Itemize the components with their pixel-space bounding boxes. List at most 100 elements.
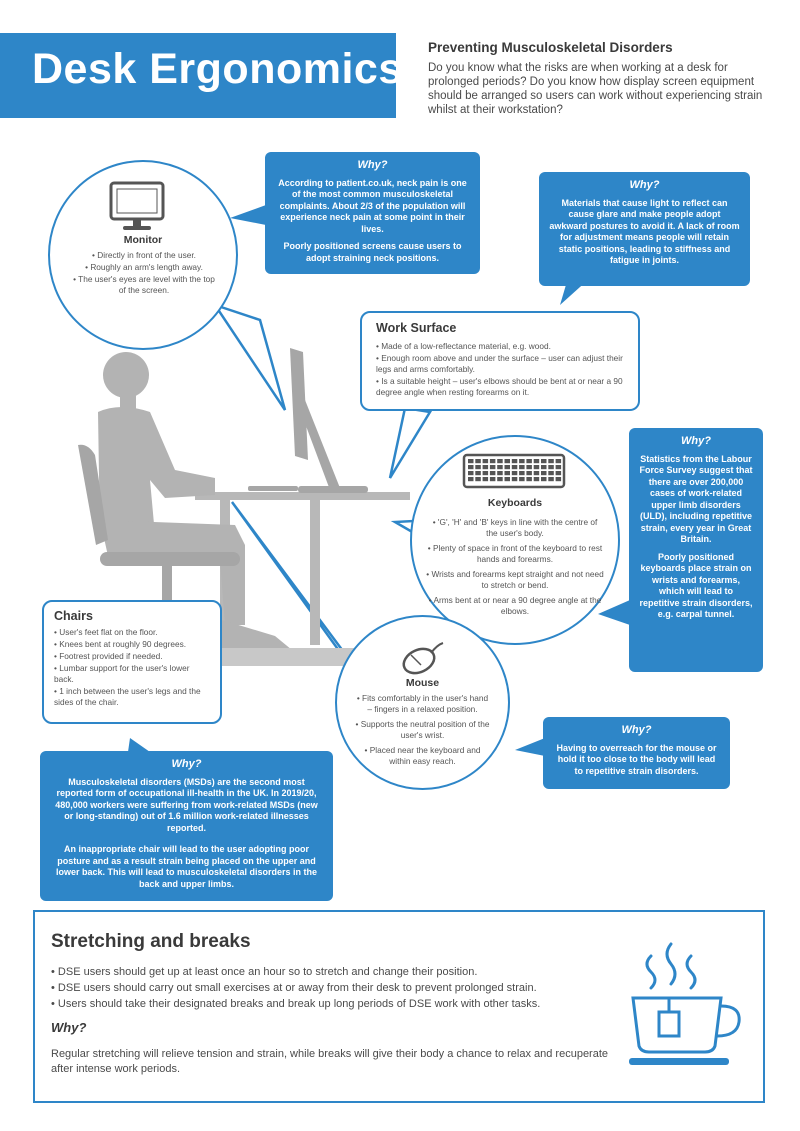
monitor-icon (109, 181, 165, 230)
keyboard-key (533, 471, 540, 476)
keyboard-key (519, 465, 525, 470)
keyboard-key (482, 465, 489, 470)
keyboard-key (533, 465, 540, 470)
intro-section: Preventing Musculoskeletal Disorders Do … (428, 40, 778, 117)
keyboard-key (526, 477, 532, 482)
keyboard-key (519, 477, 525, 482)
keyboard-key (541, 465, 547, 470)
keyboard-key (541, 477, 547, 482)
stretching-title: Stretching and breaks (51, 931, 251, 952)
mouse-title: Mouse (405, 677, 440, 689)
chairs-title: Chairs (54, 609, 93, 623)
mouse-icon (402, 642, 444, 675)
keyboard-key (519, 471, 525, 476)
keyboards-title: Keyboards (487, 497, 543, 509)
keyboards-bubble: Keyboards • 'G', 'H' and 'B' keys in lin… (410, 435, 620, 645)
why-chairs-box: Why? Musculoskeletal disorders (MSDs) ar… (40, 751, 333, 901)
keyboard-icon (462, 453, 566, 489)
intro-text: Do you know what the risks are when work… (428, 62, 763, 116)
why-monitor-pointer (230, 205, 266, 225)
keyboard-key (526, 465, 532, 470)
stretching-list: • DSE users should get up at least once … (51, 964, 540, 1012)
list-item: • 1 inch between the user's legs and the… (54, 686, 201, 707)
keyboard-key (489, 477, 496, 482)
list-item: • Roughly an arm's length away. (85, 262, 203, 272)
why-heading: Why? (629, 179, 660, 191)
keyboard-key (526, 459, 532, 464)
keyboard-key (497, 477, 503, 482)
tea-cup-icon (629, 942, 741, 1065)
chairs-box: Chairs • User's feet flat on the floor. … (42, 600, 222, 724)
why-text: An inappropriate chair will lead to the … (55, 844, 318, 889)
mouse-list: • Fits comfortably in the user's hand – … (355, 693, 490, 768)
monitor-title: Monitor (123, 234, 163, 246)
list-item: • Wrists and forearms kept straight and … (426, 569, 604, 590)
keyboard-key (475, 459, 481, 464)
why-heading: Why? (171, 758, 202, 770)
keyboard-key (489, 459, 496, 464)
list-item: • Lumbar support for the user's lower ba… (54, 663, 190, 684)
why-keyboards-box: Why? Statistics from the Labour Force Su… (629, 428, 763, 672)
monitor-pointer (211, 302, 287, 411)
why-monitor-box: Why? According to patient.co.uk, neck pa… (265, 152, 480, 274)
list-item: • Plenty of space in front of the keyboa… (427, 543, 603, 564)
keyboard-key (482, 477, 489, 482)
keyboard-key (489, 471, 496, 476)
list-item: • DSE users should carry out small exerc… (51, 982, 537, 994)
why-heading: Why? (681, 435, 711, 447)
list-item: • Supports the neutral position of the u… (355, 719, 490, 740)
list-item: • Arms bent at or near a 90 degree angle… (428, 595, 602, 616)
keyboard-key (533, 459, 540, 464)
keyboard-key (511, 477, 518, 482)
list-item: • Directly in front of the user. (92, 250, 196, 260)
keyboard-key (504, 471, 510, 476)
title-banner: Desk Ergonomics (0, 33, 402, 118)
intro-heading: Preventing Musculoskeletal Disorders (428, 40, 673, 55)
why-text: Materials that cause light to reflect ca… (549, 197, 740, 266)
floor-base (222, 648, 362, 666)
list-item: • User's feet flat on the floor. (54, 627, 158, 637)
list-item: • Fits comfortably in the user's hand – … (356, 693, 489, 714)
why-text: Having to overreach for the mouse or hol… (556, 742, 717, 776)
keyboard-key (541, 471, 547, 476)
keyboard-key (555, 471, 562, 476)
why-text: Musculoskeletal disorders (MSDs) are the… (55, 776, 318, 833)
keyboard-key (519, 459, 525, 464)
work-surface-box: Work Surface • Made of a low-reflectance… (360, 311, 640, 411)
mouse-bubble: Mouse • Fits comfortably in the user's h… (335, 615, 510, 790)
why-chairs-pointer (128, 738, 150, 752)
keyboard-key (475, 465, 481, 470)
keyboard-key (541, 459, 547, 464)
keyboard-key (468, 459, 474, 464)
list-item: • Is a suitable height – user's elbows s… (376, 376, 623, 397)
keyboard-key (511, 459, 518, 464)
keyboard-key (475, 477, 481, 482)
why-text: Poorly positioned keyboards place strain… (639, 551, 753, 620)
keyboard-key (511, 465, 518, 470)
list-item: • The user's eyes are level with the top… (73, 274, 215, 295)
why-text: According to patient.co.uk, neck pain is… (278, 177, 467, 234)
keyboard-key (475, 471, 481, 476)
keyboard-key (504, 465, 510, 470)
why-text: Poorly positioned screens cause users to… (283, 241, 462, 263)
why-mouse-box: Why? Having to overreach for the mouse o… (543, 717, 730, 789)
keyboard-key (548, 477, 554, 482)
list-item: • Enough room above and under the surfac… (376, 353, 623, 374)
keyboard-key (468, 471, 474, 476)
page-title: Desk Ergonomics (32, 45, 403, 93)
why-heading: Why? (621, 724, 652, 736)
keyboard-key (497, 471, 503, 476)
keyboard-key (504, 477, 510, 482)
list-item: • Knees bent at roughly 90 degrees. (54, 639, 187, 649)
work-surface-list: • Made of a low-reflectance material, e.… (376, 341, 624, 398)
keyboard-key (511, 471, 518, 476)
stretching-why-text: Regular stretching will relieve tension … (51, 1048, 609, 1075)
list-item: • Users should take their designated bre… (51, 998, 541, 1010)
keyboard-key (497, 465, 503, 470)
keyboard-key (533, 477, 540, 482)
keyboard-key (489, 465, 496, 470)
keyboard-key (497, 459, 503, 464)
list-item: • DSE users should get up at least once … (51, 966, 478, 978)
keyboards-list: • 'G', 'H' and 'B' keys in line with the… (426, 517, 604, 618)
keyboard-key (482, 459, 489, 464)
